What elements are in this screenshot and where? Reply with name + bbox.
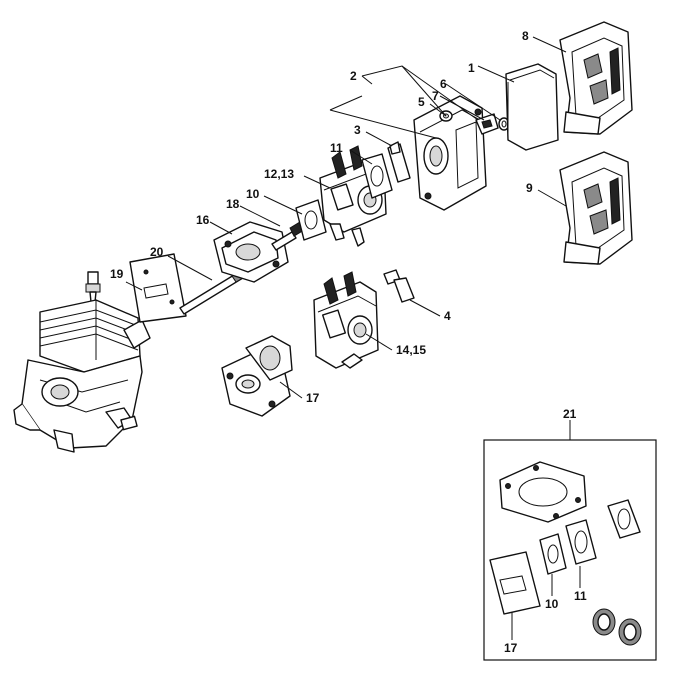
callout-7: 7 [432,89,439,103]
gasket-11 [361,153,393,199]
callout-1: 1 [468,61,475,75]
callout-2: 2 [350,69,357,83]
gasket-kit-box [483,439,657,661]
kit-callout-11: 11 [574,589,587,603]
kit-contents [489,461,642,646]
callout-9: 9 [526,181,533,195]
callout-21: 21 [563,407,577,421]
callout-4: 4 [444,309,451,323]
callout-16: 16 [196,213,210,227]
filter-cover-8 [559,21,633,135]
callout-12-13: 12,13 [264,167,294,181]
lever [387,141,411,183]
choke-lever [383,269,415,303]
callout-8: 8 [522,29,529,43]
filter-cover-9 [559,151,633,265]
kit-callout-10: 10 [545,597,559,611]
callout-labels: 8 1 2 6 7 5 3 11 12,13 10 18 16 20 19 9 … [110,29,587,655]
callout-11: 11 [330,141,343,155]
engine-block [13,271,151,453]
callout-14-15: 14,15 [396,343,426,357]
callout-6: 6 [440,77,447,91]
carburetor-14-15 [313,271,379,369]
callout-19: 19 [110,267,124,281]
kit-callout-17: 17 [504,641,518,655]
callout-17: 17 [306,391,320,405]
leader-lines [125,36,581,640]
callout-3: 3 [354,123,361,137]
carburetor [319,145,387,247]
gasket-plate [129,253,187,323]
intake-manifold [221,335,293,417]
gasket-small [295,199,327,241]
callout-5: 5 [418,95,425,109]
air-filter-housing [413,95,487,211]
intake-flange [213,221,289,283]
air-filter [505,63,559,151]
callout-20: 20 [150,245,164,259]
callout-18: 18 [226,197,240,211]
callout-10: 10 [246,187,260,201]
